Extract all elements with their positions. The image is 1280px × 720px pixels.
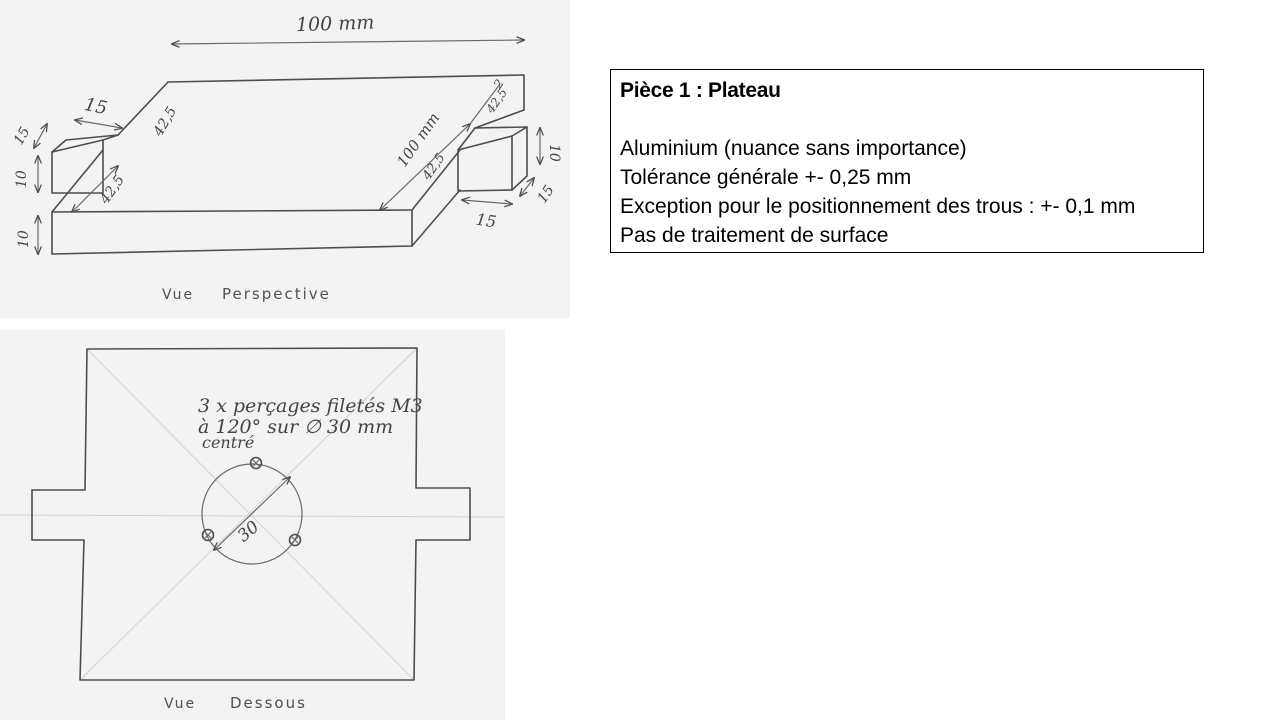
- bottom-outline: [31, 347, 471, 681]
- spec-tolerance: Tolérance générale +- 0,25 mm: [620, 166, 912, 189]
- spec-box: Pièce 1 : Plateau Aluminium (nuance sans…: [610, 69, 1204, 253]
- spec-title: Pièce 1 : Plateau: [620, 79, 781, 102]
- hole-top: [249, 456, 263, 470]
- dim-tab-height-right-label: 10: [546, 144, 562, 162]
- dim-tab-depth-right-arrow: [520, 178, 534, 196]
- perspective-caption-name: Perspective: [222, 285, 331, 303]
- dim-tab-width-left-arrow: [75, 120, 122, 128]
- holes-note-line2: à 120° sur ∅ 30 mm: [198, 416, 393, 438]
- dim-tab-width-right-arrow: [462, 200, 512, 204]
- bottom-caption-prefix: Vue: [164, 696, 196, 712]
- dim-top-length-label: 100 mm: [296, 11, 375, 36]
- bolt-circle: [201, 463, 303, 565]
- spec-surface-treatment: Pas de traitement de surface: [620, 224, 889, 247]
- dim-tab-width-left-label: 15: [82, 94, 109, 119]
- plate-top-back-edge: [167, 74, 525, 111]
- dim-side-length-arrow: [380, 124, 470, 210]
- perspective-caption-prefix: Vue: [162, 287, 194, 303]
- spec-hole-tolerance: Exception pour le positionnement des tro…: [620, 195, 1136, 218]
- plate-top-left-edge-upper: [117, 81, 169, 136]
- bottom-caption-name: Dessous: [230, 694, 307, 712]
- left-tab-top: [51, 134, 119, 153]
- holes-note-line1: 3 x perçages filetés M3: [198, 395, 423, 417]
- perspective-paper: [0, 0, 570, 318]
- dim-circle-arrow: [214, 477, 290, 550]
- dim-tab-depth-left-arrow: [34, 124, 47, 148]
- spec-material: Aluminium (nuance sans importance): [620, 137, 967, 160]
- dim-tab-height-left-label: 10: [14, 170, 30, 188]
- dim-tab-width-right-label: 15: [475, 210, 498, 232]
- plate-front-face: [51, 209, 413, 255]
- bottom-view: 30 3 x perçages filetés M3 à 120° sur ∅ …: [0, 347, 506, 712]
- dim-top-length-arrow: [172, 40, 524, 44]
- dim-plate-height-label: 10: [16, 230, 32, 248]
- plate-top-right-edge-upper: [474, 109, 525, 129]
- dim-offset-b-arrow: [72, 166, 118, 212]
- dim-tab-depth-left-label: 15: [11, 124, 34, 148]
- holes-note-line3: centré: [202, 433, 254, 452]
- dim-offset-d-arrow: [469, 83, 501, 125]
